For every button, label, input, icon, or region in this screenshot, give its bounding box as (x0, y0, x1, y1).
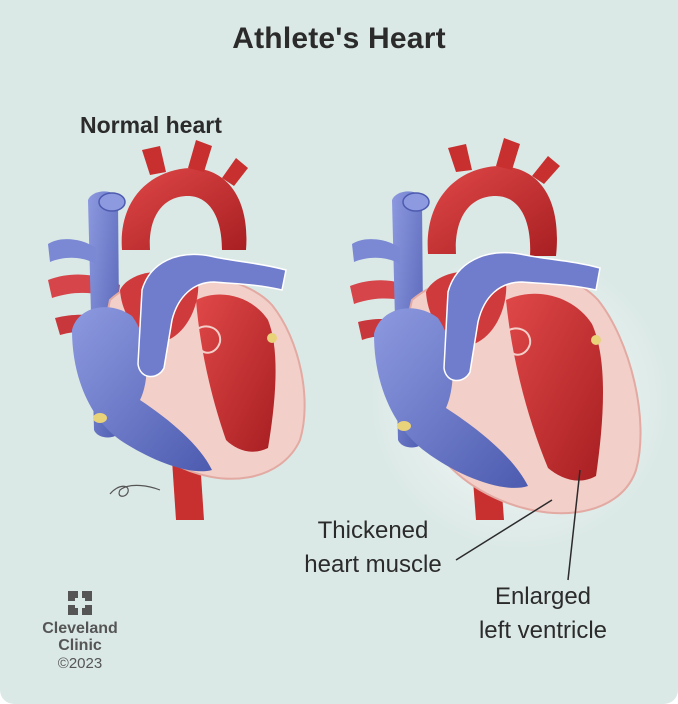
artist-signature (110, 485, 160, 496)
logo-name-line2: Clinic (30, 637, 130, 654)
cleveland-clinic-logo: Cleveland Clinic ©2023 (30, 590, 130, 674)
athlete-heart (350, 138, 670, 550)
athlete-artery-branch-1 (448, 144, 472, 172)
enlarged-ventricle-line1: Enlarged (458, 580, 628, 614)
normal-heart (48, 140, 305, 520)
thickened-muscle-line2: heart muscle (288, 548, 458, 582)
athlete-vein-branch (352, 239, 400, 264)
cleveland-clinic-mark-icon (67, 590, 93, 616)
normal-vena-cava-opening (99, 193, 125, 211)
thickened-muscle-label: Thickened heart muscle (288, 514, 458, 582)
thickened-muscle-line1: Thickened (288, 514, 458, 548)
logo-name-line1: Cleveland (30, 620, 130, 637)
enlarged-ventricle-line2: left ventricle (458, 614, 628, 648)
normal-artery-branch-2 (188, 140, 212, 172)
copyright-year: ©2023 (30, 654, 130, 674)
athlete-node (397, 421, 411, 431)
enlarged-ventricle-label: Enlarged left ventricle (458, 580, 628, 648)
normal-node (93, 413, 107, 423)
normal-artery-branch-1 (142, 146, 166, 175)
normal-vein-branch (48, 239, 96, 264)
athlete-vena-cava-opening (403, 193, 429, 211)
athlete-artery-branch-2 (496, 138, 520, 170)
normal-node-2 (267, 333, 277, 343)
athlete-node-2 (591, 335, 601, 345)
